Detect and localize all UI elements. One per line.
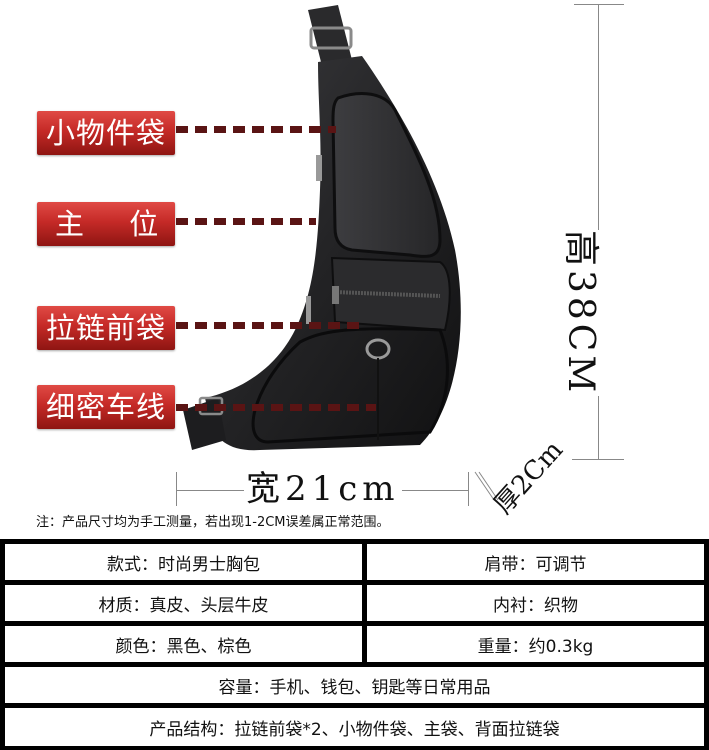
- spec-structure: 产品结构：拉链前袋*2、小物件袋、主袋、背面拉链袋: [149, 719, 560, 740]
- callout-fine-stitching: 细密车线: [37, 385, 175, 429]
- table-row: 颜色：黑色、棕色 重量：约0.3kg: [5, 626, 704, 667]
- product-figure: 小物件袋 主 位 拉链前袋 细密车线 高38CM 宽21cm 厚2Cm 注：产品…: [36, 4, 624, 530]
- callout-small-items-pocket: 小物件袋: [37, 111, 175, 155]
- height-dim-tick-bottom: [572, 459, 624, 460]
- width-dim-tick-right: [468, 472, 469, 506]
- table-row: 款式：时尚男士胸包 肩带：可调节: [5, 544, 704, 585]
- depth-dim-mark: [474, 471, 499, 501]
- spec-material: 材质：真皮、头层牛皮: [5, 585, 367, 621]
- measurement-note: 注：产品尺寸均为手工测量，若出现1-2CM误差属正常范围。: [36, 515, 390, 530]
- table-row: 材质：真皮、头层牛皮 内衬：织物: [5, 585, 704, 626]
- spec-color: 颜色：黑色、棕色: [5, 626, 367, 662]
- table-row: 产品结构：拉链前袋*2、小物件袋、主袋、背面拉链袋: [5, 708, 704, 746]
- sling-bag-image: [183, 5, 461, 451]
- leader-line: [176, 126, 336, 133]
- spec-weight: 重量：约0.3kg: [477, 636, 594, 657]
- leader-line: [176, 218, 316, 225]
- callout-front-zip-pocket: 拉链前袋: [37, 306, 175, 350]
- spec-style: 款式：时尚男士胸包: [5, 544, 367, 580]
- width-label: 宽21cm: [244, 467, 402, 511]
- leader-line: [176, 322, 362, 329]
- spec-lining: 内衬：织物: [493, 595, 578, 616]
- height-label: 高38CM: [560, 230, 601, 397]
- leader-line: [176, 404, 376, 411]
- spec-strap: 肩带：可调节: [484, 554, 587, 575]
- table-row: 容量：手机、钱包、钥匙等日常用品: [5, 667, 704, 708]
- width-dim-tick-left: [176, 472, 177, 506]
- spec-table: 款式：时尚男士胸包 肩带：可调节 材质：真皮、头层牛皮 内衬：织物 颜色：黑色、…: [0, 539, 709, 750]
- height-dim-tick-top: [574, 4, 624, 5]
- callout-main-compartment: 主 位: [37, 202, 175, 246]
- spec-capacity: 容量：手机、钱包、钥匙等日常用品: [218, 677, 491, 698]
